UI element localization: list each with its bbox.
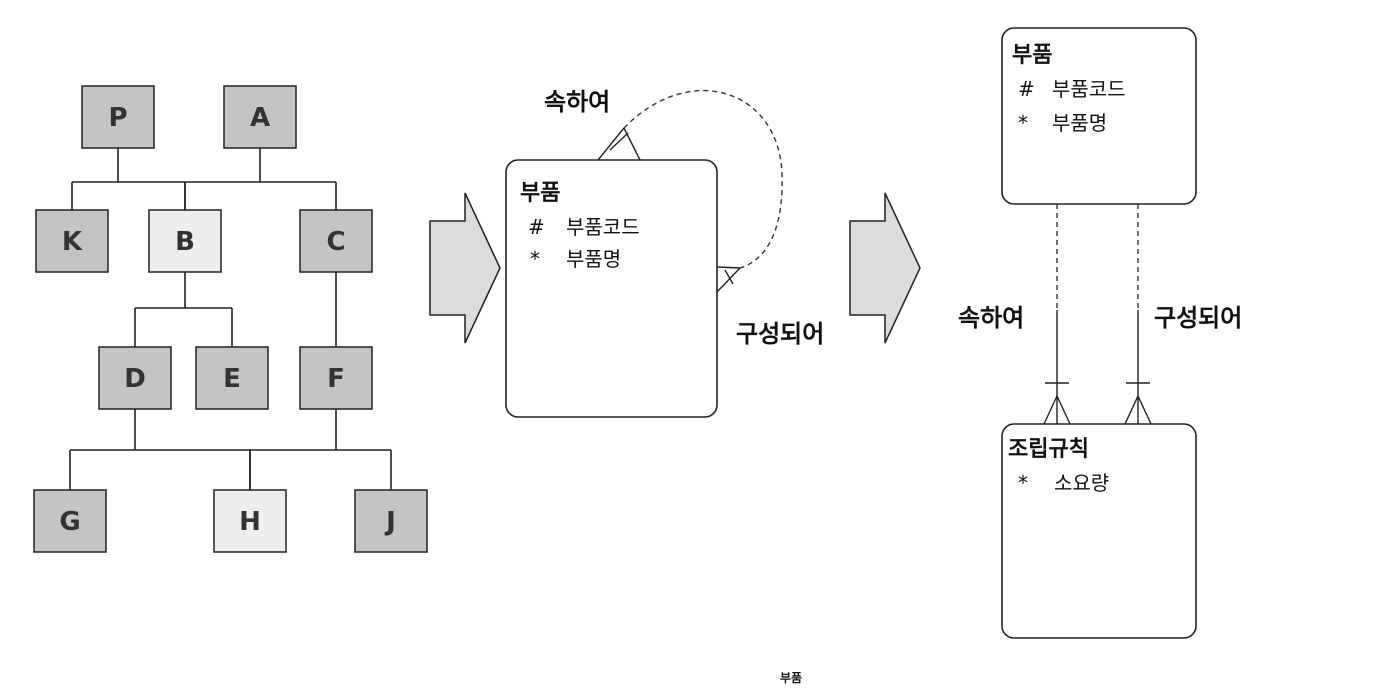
crow-foot-right [716, 266, 741, 293]
tree-node-label-e: E [223, 364, 241, 394]
part-entity-title-right: 부품 [1012, 43, 1052, 68]
rel-left-crowfoot [1043, 395, 1071, 425]
tree-node-f [299, 346, 373, 410]
middle-er-diagram: 부품 # 부품코드 * 부품명 속하여 구성되어 [505, 88, 824, 418]
tree-node-g [33, 489, 107, 553]
rel-label-composed: 구성되어 [736, 320, 824, 348]
rel-label-composed-right: 구성되어 [1154, 304, 1242, 332]
caption-text: 부품 [780, 671, 802, 685]
tree-node-b [148, 209, 222, 273]
tree-node-label-k: K [62, 227, 83, 257]
tree-node-label-g: G [59, 507, 80, 537]
transform-arrow-1 [429, 192, 501, 344]
tree-node-e [195, 346, 269, 410]
crow-foot-top [597, 127, 641, 161]
assembly-attr-quantity: 소요량 [1054, 471, 1109, 495]
assembly-rule-entity-title: 조립규칙 [1008, 437, 1089, 462]
tree-node-label-h: H [239, 507, 261, 537]
transform-arrow-2 [849, 192, 921, 344]
part-attr-code: 부품코드 [566, 215, 640, 239]
tree-node-label-d: D [124, 364, 146, 394]
part-entity-box [505, 159, 718, 418]
tree-node-k [35, 209, 109, 273]
rel-right-crowfoot [1124, 395, 1152, 425]
part-entity-title: 부품 [520, 181, 560, 206]
tree-nodes: P A K B C D E F G H J [33, 85, 428, 553]
tree-node-a [223, 85, 297, 149]
rel-label-belongs: 속하여 [544, 88, 610, 116]
tree-node-d [98, 346, 172, 410]
tree-node-c [299, 209, 373, 273]
part-attr-name: 부품명 [566, 247, 621, 271]
tree-node-p [81, 85, 155, 149]
tree-connectors [69, 148, 392, 490]
recursive-relationship-line [623, 90, 783, 269]
part-entity-box-right [1001, 27, 1197, 205]
tree-node-h [213, 489, 287, 553]
assembly-attr-mark: * [1018, 471, 1028, 495]
assembly-rule-entity-box [1001, 423, 1197, 639]
tree-node-label-a: A [250, 103, 270, 133]
tree-node-j [354, 489, 428, 553]
right-er-diagram: 부품 # 부품코드 * 부품명 속하여 구성되어 조립규칙 * 소요량 [958, 27, 1242, 639]
part-attr-name-right: 부품명 [1052, 111, 1107, 135]
part-attr-code-right: 부품코드 [1052, 77, 1126, 101]
part-attr-mark-1-right: # [1018, 77, 1035, 101]
part-attr-mark-1: # [528, 215, 545, 239]
tree-node-label-p: P [108, 103, 127, 133]
tree-node-label-b: B [175, 227, 195, 257]
rel-label-belongs-right: 속하여 [958, 304, 1024, 332]
tree-node-label-j: J [384, 507, 396, 537]
part-attr-mark-2-right: * [1018, 111, 1028, 135]
tree-node-label-f: F [327, 364, 345, 394]
part-attr-mark-2: * [530, 247, 540, 271]
tree-node-label-c: C [326, 227, 345, 257]
